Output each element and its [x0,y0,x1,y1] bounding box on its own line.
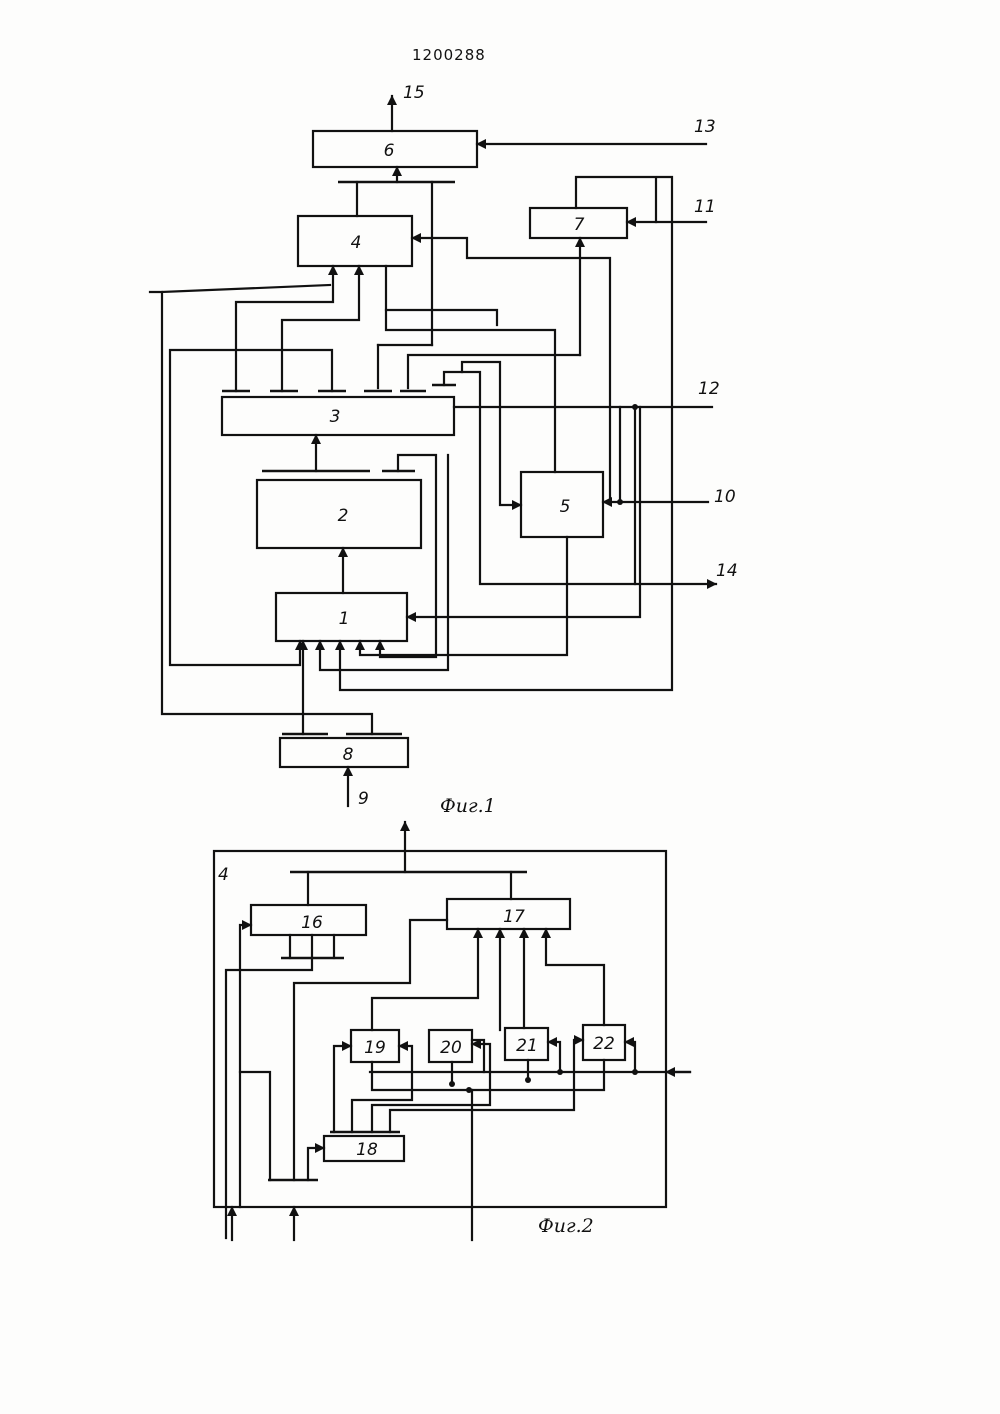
figure-2: 4 16 17 19 20 21 22 18 Фиг.2 [214,822,690,1240]
terminal-14-label: 14 [716,561,738,581]
b5-to-4 [386,266,555,472]
terminal-12-label: 12 [698,379,720,399]
block-16-label: 16 [301,913,323,933]
block-20-label: 20 [440,1038,462,1058]
terminal-9-label: 9 [358,789,369,809]
b5-to-4-branch [386,310,497,325]
b18-to-19 [334,1046,351,1132]
block-1-label: 1 [339,609,350,629]
outline-4-label: 4 [218,865,229,885]
input-to-16 [240,925,251,1207]
b3-to-14-loop [444,372,635,584]
block-22-label: 22 [593,1034,615,1054]
figure-1-caption: Фиг.1 [440,795,496,817]
b3-to-5 [462,362,521,505]
b18-to-22 [390,1040,583,1132]
block-2-label: 2 [338,506,349,526]
terminal-13-label: 13 [694,117,716,137]
b19-to-17 [372,929,478,1030]
block-4-label: 4 [351,233,362,253]
b7-to-1 [340,177,672,690]
block-5-label: 5 [560,497,571,517]
terminal-15-label: 15 [403,83,425,103]
b22-to-17 [546,929,604,1025]
left-branch [240,1072,270,1180]
figure-1: 6 4 7 3 2 5 1 8 15 13 11 12 10 14 9 Фиг.… [150,83,738,817]
b2-to-1-b [320,455,448,670]
block-17-label: 17 [503,907,525,927]
block-6 [313,131,477,167]
block-21-label: 21 [516,1036,538,1056]
block-7-label: 7 [574,215,585,235]
b8-to-4-top [162,285,330,292]
terminal-10-label: 10 [714,487,736,507]
right-to-21 [548,1042,560,1072]
block-8-label: 8 [343,745,354,765]
block-19-label: 19 [364,1038,386,1058]
block7-feedback [576,177,656,222]
to-18 [308,1148,324,1180]
block-18-label: 18 [356,1140,378,1160]
terminal-11-label: 11 [694,197,716,217]
blocks-bottom-bus [372,1060,604,1090]
right-to-22 [625,1042,635,1072]
figure-2-caption: Фиг.2 [538,1215,594,1237]
block-6-label: 6 [384,141,395,161]
input-12-to-1 [407,407,640,617]
block-3-label: 3 [330,407,341,427]
b5-to-1 [360,537,567,655]
